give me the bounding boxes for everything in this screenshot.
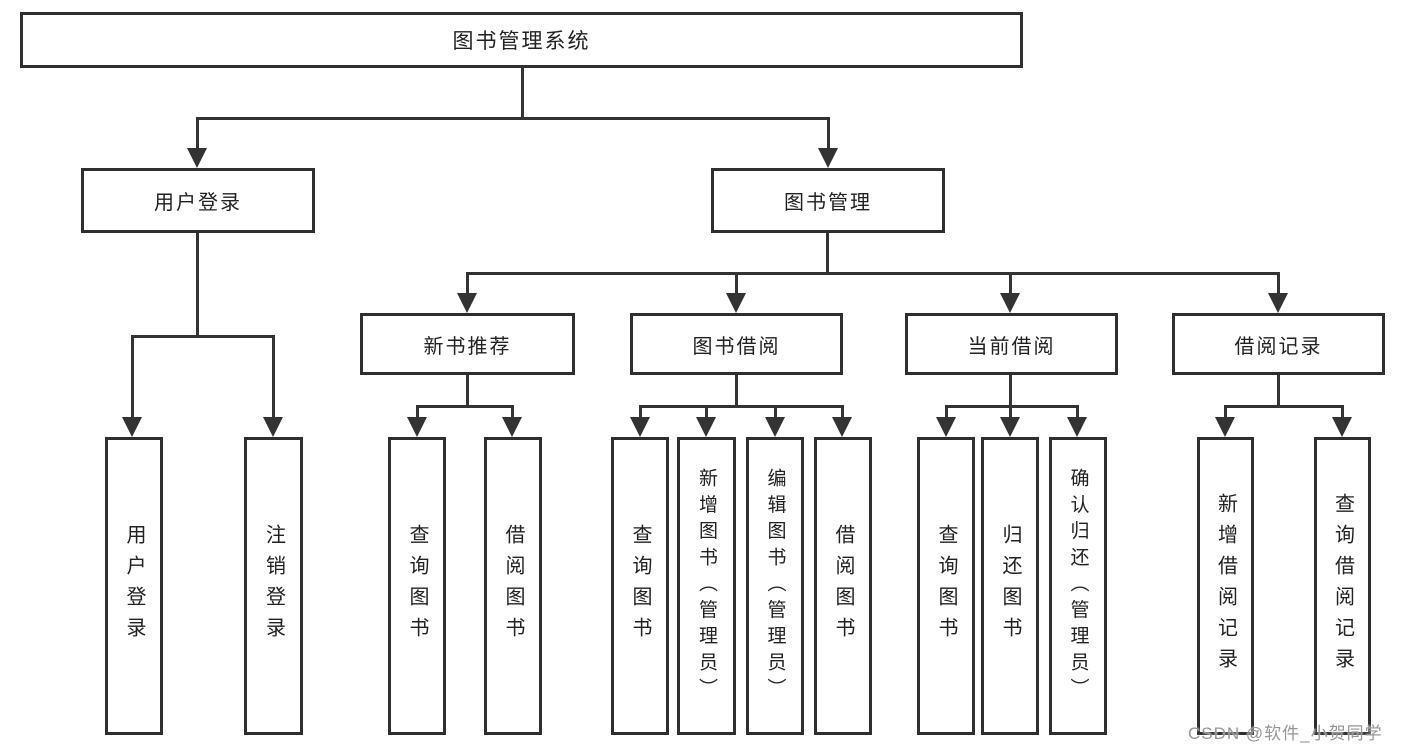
connector-line — [466, 375, 469, 405]
node-book-management: 图书管理 — [711, 168, 945, 233]
leaf-label: 新增借阅记录 — [1214, 493, 1237, 679]
leaf-current-return-books: 归还图书 — [981, 437, 1039, 735]
leaf-label: 查询图书 — [935, 524, 957, 648]
leaf-records-query-record: 查询借阅记录 — [1314, 437, 1371, 735]
leaf-recommend-query-books: 查询图书 — [388, 437, 446, 735]
leaf-label: 查询图书 — [629, 524, 651, 648]
connector-line — [945, 405, 948, 419]
arrowhead-icon — [1332, 417, 1352, 437]
arrowhead-icon — [630, 417, 650, 437]
leaf-borrowing-query-books: 查询图书 — [611, 437, 669, 735]
leaf-label: 编辑图书（管理员） — [764, 468, 786, 704]
leaf-label: 借阅图书 — [832, 524, 854, 648]
arrowhead-icon — [457, 293, 477, 313]
leaf-recommend-borrow-books: 借阅图书 — [484, 437, 542, 735]
arrowhead-icon — [936, 417, 956, 437]
connector-line — [416, 405, 514, 408]
leaf-logout: 注销登录 — [244, 437, 303, 735]
leaf-current-confirm-return: 确认归还（管理员） — [1049, 437, 1107, 735]
connector-line — [1277, 272, 1280, 295]
node-label: 图书管理系统 — [452, 30, 591, 53]
node-label: 新书推荐 — [423, 335, 512, 358]
node-new-book-recommend: 新书推荐 — [360, 313, 575, 375]
arrowhead-icon — [1000, 417, 1020, 437]
connector-line — [1224, 405, 1344, 408]
arrowhead-icon — [726, 293, 746, 313]
node-label: 图书借阅 — [692, 335, 781, 358]
connector-line — [131, 335, 275, 338]
leaf-borrowing-borrow-books: 借阅图书 — [814, 437, 872, 735]
arrowhead-icon — [765, 417, 785, 437]
connector-line — [735, 272, 738, 295]
arrowhead-icon — [407, 417, 427, 437]
node-book-borrowing: 图书借阅 — [630, 313, 843, 375]
leaf-label: 确认归还（管理员） — [1067, 468, 1089, 704]
connector-line — [1341, 405, 1344, 419]
leaf-current-query-books: 查询图书 — [917, 437, 975, 735]
arrowhead-icon — [502, 417, 522, 437]
leaf-label: 新增图书（管理员） — [696, 468, 717, 704]
connector-line — [1009, 272, 1012, 295]
arrowhead-icon — [1000, 293, 1020, 313]
leaf-records-add-record: 新增借阅记录 — [1197, 437, 1254, 735]
connector-line — [511, 405, 514, 419]
arrowhead-icon — [696, 417, 716, 437]
node-label: 借阅记录 — [1234, 335, 1323, 358]
leaf-label: 归还图书 — [999, 524, 1021, 648]
leaf-borrowing-edit-books: 编辑图书（管理员） — [746, 437, 804, 735]
connector-line — [196, 233, 199, 335]
leaf-label: 查询借阅记录 — [1331, 493, 1354, 679]
connector-line — [466, 272, 1279, 275]
leaf-borrowing-add-books: 新增图书（管理员） — [677, 437, 736, 735]
connector-line — [466, 272, 469, 295]
arrowhead-icon — [818, 148, 838, 168]
node-label: 图书管理 — [784, 192, 872, 214]
leaf-user-login: 用户登录 — [105, 437, 163, 735]
node-root-system: 图书管理系统 — [20, 12, 1023, 68]
node-label: 当前借阅 — [967, 335, 1056, 358]
connector-line — [735, 375, 738, 405]
arrowhead-icon — [1268, 293, 1288, 313]
connector-line — [131, 335, 134, 419]
connector-line — [1009, 405, 1012, 419]
connector-line — [196, 117, 199, 150]
connector-line — [826, 233, 829, 272]
leaf-label: 借阅图书 — [502, 524, 524, 648]
arrowhead-icon — [1215, 417, 1235, 437]
connector-line — [416, 405, 419, 419]
arrowhead-icon — [263, 417, 283, 437]
arrowhead-icon — [187, 148, 207, 168]
connector-line — [521, 68, 524, 117]
leaf-label: 注销登录 — [262, 524, 285, 648]
node-current-borrowing: 当前借阅 — [905, 313, 1118, 375]
node-label: 用户登录 — [154, 192, 242, 214]
arrowhead-icon — [1067, 417, 1087, 437]
leaf-label: 查询图书 — [406, 524, 428, 648]
connector-line — [945, 405, 1079, 408]
connector-line — [1009, 375, 1012, 405]
connector-line — [827, 117, 830, 150]
connector-line — [841, 405, 844, 419]
connector-line — [1224, 405, 1227, 419]
arrowhead-icon — [122, 417, 142, 437]
connector-line — [774, 405, 777, 419]
arrowhead-icon — [832, 417, 852, 437]
csdn-watermark: CSDN @软件_小贺同学 — [1188, 724, 1383, 743]
node-borrowing-records: 借阅记录 — [1172, 313, 1385, 375]
connector-line — [196, 117, 830, 120]
connector-line — [639, 405, 642, 419]
connector-line — [1076, 405, 1079, 419]
connector-line — [639, 405, 844, 408]
node-user-login: 用户登录 — [81, 168, 315, 233]
connector-line — [705, 405, 708, 419]
connector-line — [272, 335, 275, 419]
connector-line — [1277, 375, 1280, 405]
leaf-label: 用户登录 — [123, 524, 145, 648]
